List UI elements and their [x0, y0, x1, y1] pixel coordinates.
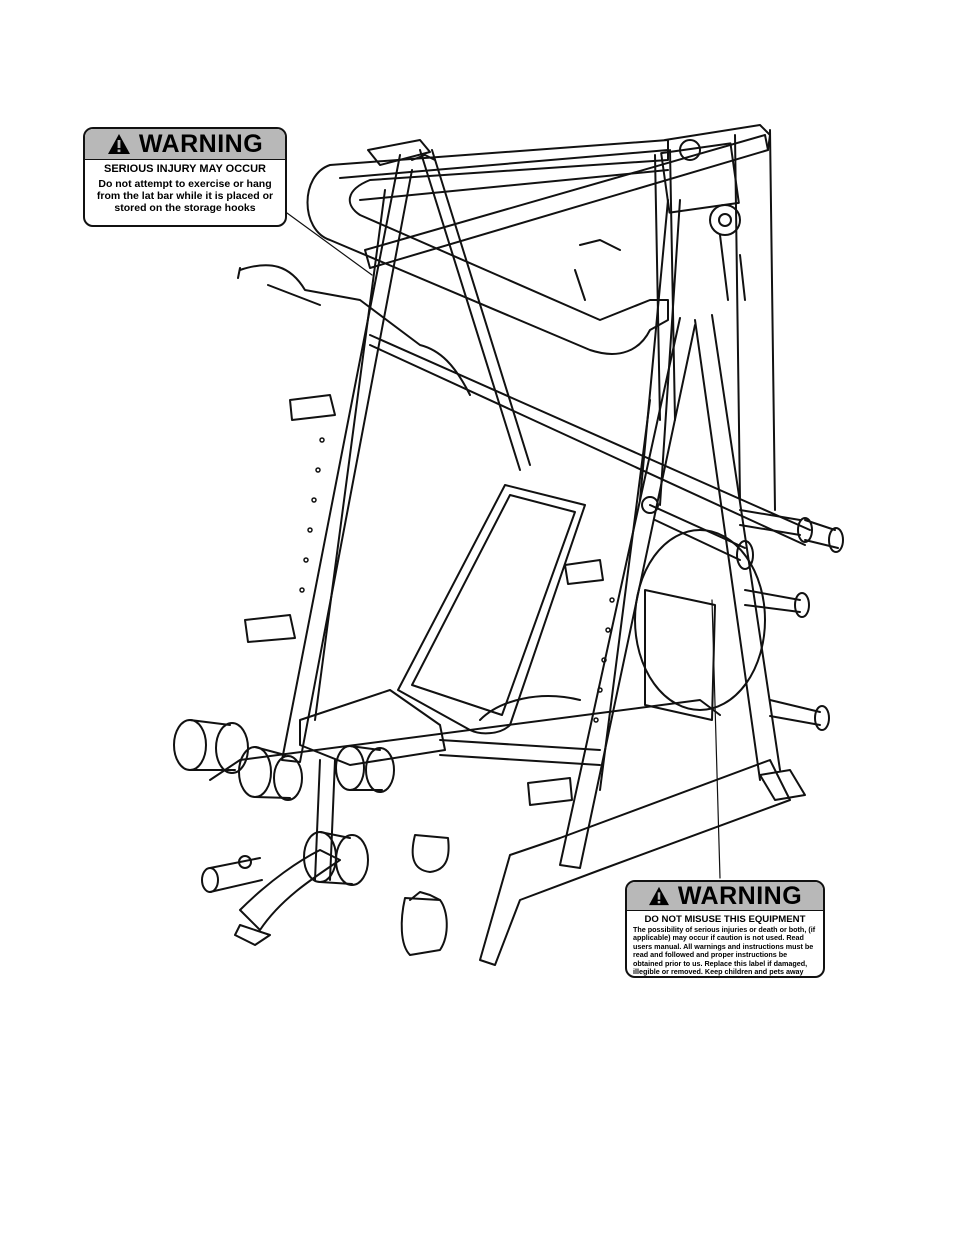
label-1-leader [286, 212, 373, 276]
warning-header: WARNING [627, 882, 823, 911]
warning-label-misuse: WARNING DO NOT MISUSE THIS EQUIPMENT The… [625, 880, 825, 978]
warning-label-lat-bar: WARNING SERIOUS INJURY MAY OCCUR Do not … [83, 127, 287, 227]
warning-triangle-icon [107, 134, 130, 154]
warning-body: Do not attempt to exercise or hang from … [96, 178, 274, 214]
warning-triangle-icon [648, 886, 669, 906]
top-frame [306, 139, 669, 355]
warning-subtitle: DO NOT MISUSE THIS EQUIPMENT [644, 914, 806, 925]
warning-title: WARNING [138, 129, 264, 158]
warning-body: The possibility of serious injuries or d… [633, 925, 816, 977]
warning-subtitle: SERIOUS INJURY MAY OCCUR [104, 163, 266, 175]
warning-header: WARNING [85, 129, 285, 160]
warning-title: WARNING [677, 881, 803, 910]
